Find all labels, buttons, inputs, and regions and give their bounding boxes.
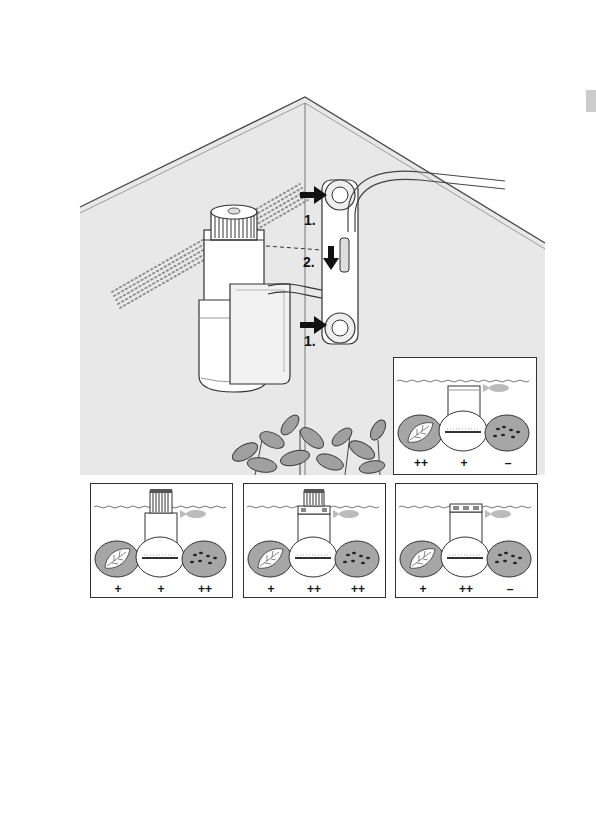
rating-symbol: ++ — [198, 583, 212, 596]
panel-box: +++– — [393, 357, 537, 475]
rating-symbol: + — [114, 583, 121, 596]
step-number: 2. — [303, 254, 315, 270]
rating-symbol: + — [419, 583, 426, 596]
rating-symbol: ++ — [414, 457, 428, 470]
panel-box: +++++ — [243, 483, 386, 598]
rating-symbol: + — [267, 583, 274, 596]
rating-symbol: – — [507, 583, 514, 596]
step-number: 1. — [304, 333, 316, 349]
step-number: 1. — [304, 212, 316, 228]
panel-box: ++++ — [90, 483, 233, 598]
rating-symbol: + — [157, 583, 164, 596]
panel-box: +++– — [395, 483, 538, 598]
rating-symbol: ++ — [351, 583, 365, 596]
rating-symbol: + — [460, 457, 467, 470]
rating-symbol: ++ — [459, 583, 473, 596]
rating-symbol: ++ — [307, 583, 321, 596]
rating-symbol: – — [505, 457, 512, 470]
